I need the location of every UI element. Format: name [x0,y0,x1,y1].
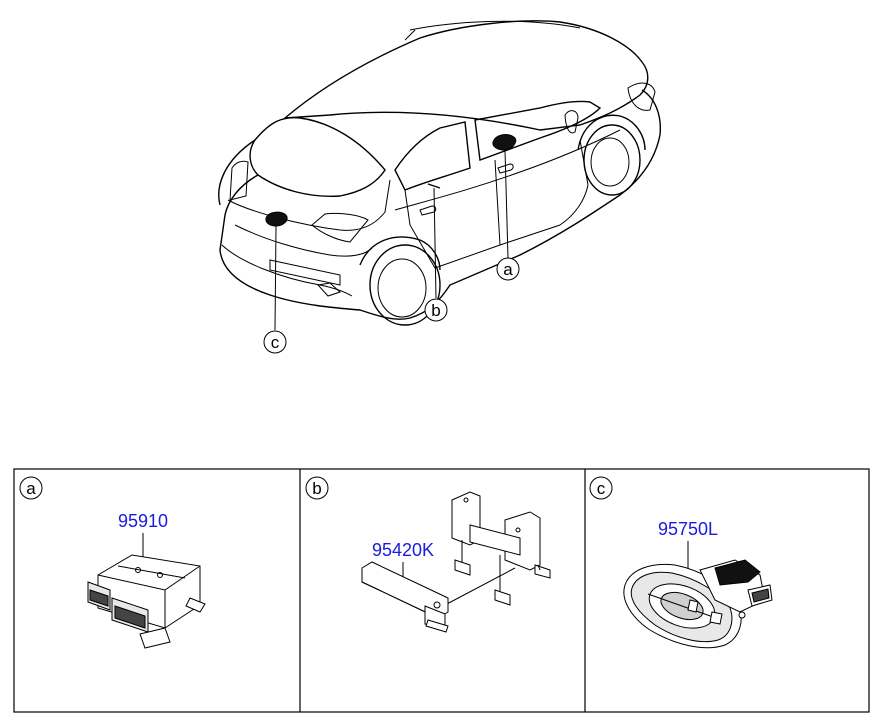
callout-c: c [263,330,287,354]
airbag-control-module-drawing [87,554,206,649]
vehicle-illustration [218,20,662,331]
panel-a-callout: a [19,476,43,500]
part-number-95750L[interactable]: 95750L [658,519,718,539]
panel-a-callout-label: a [26,479,36,498]
bracket-sensor-drawing [361,491,551,633]
callout-a: a [496,257,520,281]
panel-b-callout-label: b [312,479,321,498]
part-number-95910[interactable]: 95910 [118,511,168,531]
part-number-95420K[interactable]: 95420K [372,540,434,560]
panel-a: a 95910 [19,476,206,649]
callout-a-label: a [503,260,513,279]
callout-c-label: c [271,333,280,352]
parts-table [13,468,870,713]
rear-camera-drawing [623,559,773,649]
callout-b: b [424,298,448,322]
panel-c-callout-label: c [597,479,606,498]
panel-c: c 95750L [589,476,773,649]
panel-c-callout: c [589,476,613,500]
panel-b-callout: b [305,476,329,500]
callout-b-label: b [431,301,440,320]
panel-b: b 95420K [305,476,551,633]
